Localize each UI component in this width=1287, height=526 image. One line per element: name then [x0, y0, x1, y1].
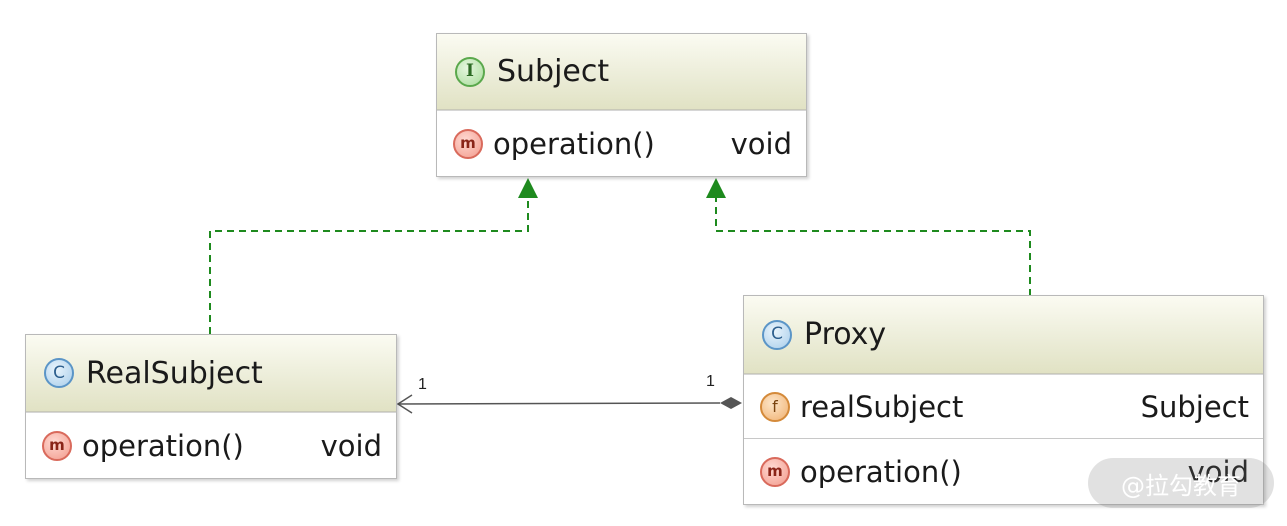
- class-header-subject: I Subject: [437, 34, 806, 110]
- method-return-type: void: [320, 428, 382, 463]
- method-icon: m: [760, 456, 790, 487]
- method-name: operation(): [800, 454, 962, 489]
- method-row-realsubject-operation: m operation() void: [26, 412, 396, 478]
- field-type: Subject: [1140, 389, 1249, 424]
- method-name: operation(): [82, 428, 244, 463]
- method-row-subject-operation: m operation() void: [437, 110, 806, 176]
- class-box-proxy[interactable]: C Proxy f realSubject Subject m operatio…: [743, 295, 1264, 505]
- class-icon: C: [762, 319, 792, 350]
- class-name-realsubject: RealSubject: [86, 355, 263, 391]
- multiplicity-proxy: 1: [706, 373, 715, 390]
- realization-edge-realsubject: [209, 197, 529, 334]
- method-name: operation(): [493, 126, 655, 161]
- association-open-arrowhead: [396, 394, 413, 414]
- aggregation-diamond: [720, 397, 742, 409]
- class-icon: C: [44, 358, 74, 388]
- field-name: realSubject: [800, 389, 964, 424]
- association-edge: [397, 402, 721, 405]
- method-return-type: void: [1187, 454, 1249, 489]
- class-box-subject[interactable]: I Subject m operation() void: [436, 33, 807, 177]
- realization-arrowhead-left: [518, 178, 538, 198]
- field-icon: f: [760, 391, 790, 422]
- multiplicity-realsubject: 1: [418, 376, 427, 393]
- field-row-proxy-realsubject: f realSubject Subject: [744, 374, 1263, 438]
- class-name-proxy: Proxy: [804, 317, 887, 352]
- method-return-type: void: [730, 126, 792, 161]
- method-icon: m: [42, 430, 72, 461]
- class-name-subject: Subject: [497, 54, 610, 89]
- method-icon: m: [453, 128, 483, 159]
- interface-icon: I: [455, 56, 485, 87]
- realization-arrowhead-right: [706, 178, 726, 198]
- realization-edge-proxy: [715, 197, 1031, 296]
- class-header-realsubject: C RealSubject: [26, 335, 396, 412]
- method-row-proxy-operation: m operation() void: [744, 438, 1263, 504]
- class-box-realsubject[interactable]: C RealSubject m operation() void: [25, 334, 397, 479]
- watermark-badge: @拉勾教育: [1088, 458, 1274, 508]
- class-header-proxy: C Proxy: [744, 296, 1263, 374]
